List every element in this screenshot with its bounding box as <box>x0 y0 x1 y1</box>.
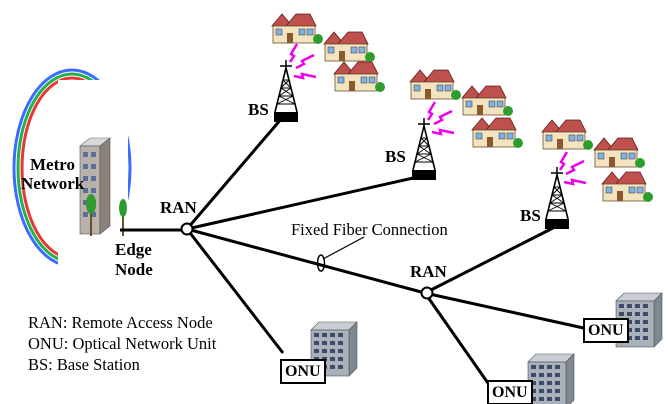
bs-label: BS <box>385 147 406 166</box>
edge-node-label-2: Node <box>115 260 153 279</box>
house-icon <box>409 69 462 101</box>
bs-label: BS <box>520 206 541 225</box>
wireless-links <box>288 43 587 186</box>
fiber-links <box>120 117 589 387</box>
tree-icon <box>86 194 127 236</box>
tower-icon <box>411 117 437 181</box>
onu-label: ONU <box>583 318 629 343</box>
ran-node <box>420 286 434 300</box>
house-icon <box>541 119 594 151</box>
ran-label: RAN <box>410 262 447 281</box>
building-icon <box>527 353 575 404</box>
legend-ran: RAN: Remote Access Node <box>28 313 213 332</box>
bs-label: BS <box>248 100 269 119</box>
fiber-connection-label: Fixed Fiber Connection <box>291 220 448 239</box>
house-icon <box>271 13 324 45</box>
tower-icon <box>273 59 299 123</box>
house-icon <box>333 61 386 93</box>
tower-icon <box>544 166 570 230</box>
house-icon <box>471 117 524 149</box>
onu-label: ONU <box>487 380 533 404</box>
fiber-marker <box>316 254 326 272</box>
ran-label: RAN <box>160 198 197 217</box>
house-icon <box>323 31 376 63</box>
building-icon <box>79 137 111 235</box>
house-icon <box>601 171 654 203</box>
house-icon <box>461 85 514 117</box>
onu-label: ONU <box>280 359 326 384</box>
legend-bs: BS: Base Station <box>28 355 140 374</box>
metro-network-label-1: Metro <box>30 155 75 174</box>
house-icon <box>593 137 646 169</box>
fiber-pointer <box>322 236 365 260</box>
ran-node <box>180 222 194 236</box>
legend-onu: ONU: Optical Network Unit <box>28 334 217 353</box>
metro-network-label-2: Network <box>21 174 85 193</box>
edge-node-label-1: Edge <box>115 240 152 259</box>
